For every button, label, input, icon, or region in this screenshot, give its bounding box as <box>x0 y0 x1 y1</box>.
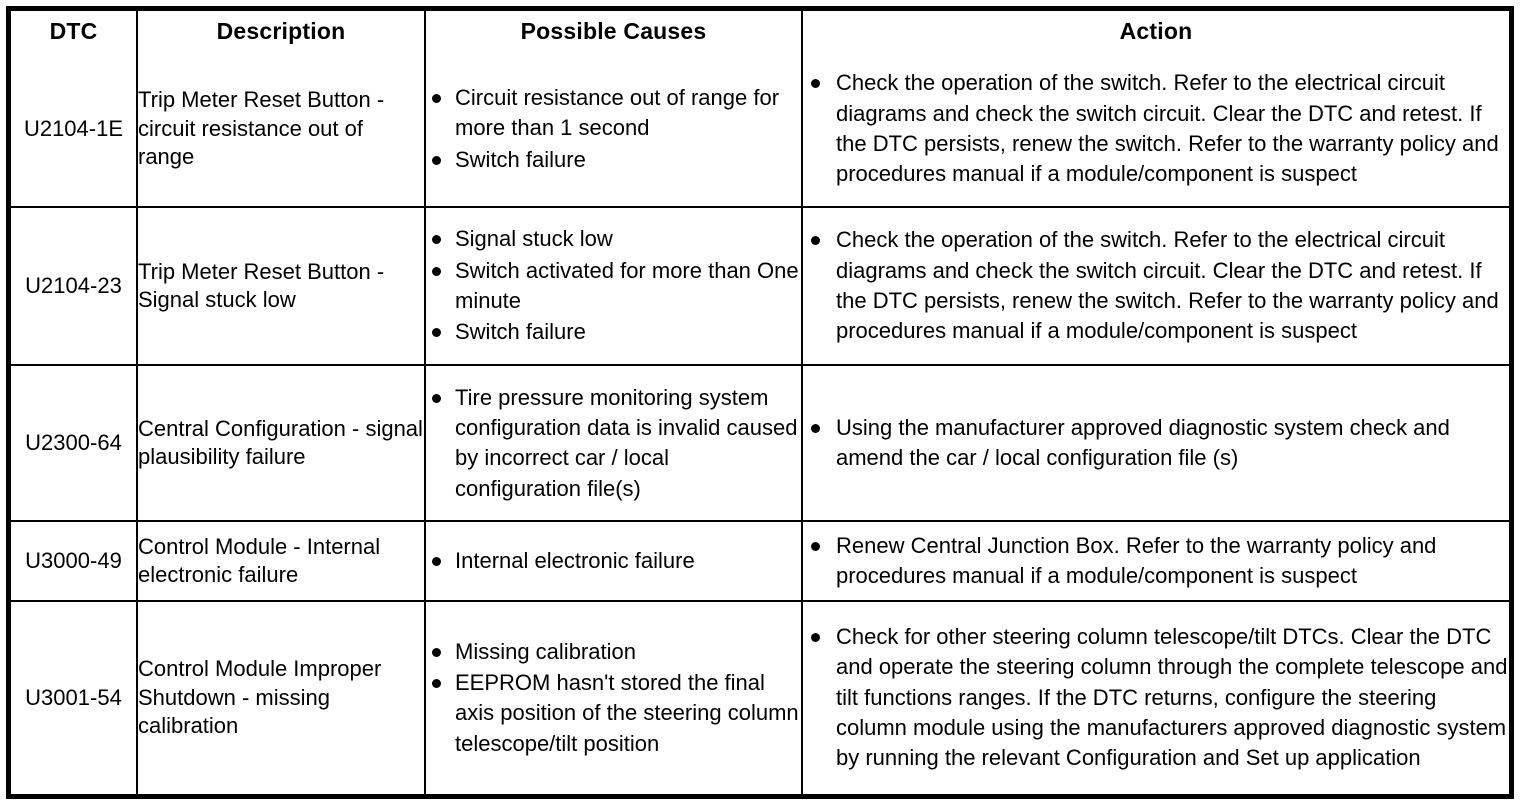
cell-description: Control Module Improper Shutdown - missi… <box>136 599 426 794</box>
possible-cause-item: Switch failure <box>426 145 801 175</box>
column-header-dtc: DTC <box>11 11 138 52</box>
cell-dtc-code: U2300-64 <box>11 364 138 523</box>
dtc-table-container: DTC Description Possible Causes Action U… <box>6 6 1514 799</box>
possible-cause-item: Signal stuck low <box>426 224 801 254</box>
action-item: Check for other steering column telescop… <box>803 622 1509 774</box>
cell-possible-causes: Circuit resistance out of range for more… <box>424 52 803 208</box>
cell-dtc-code: U3000-49 <box>11 520 138 602</box>
column-header-description: Description <box>136 11 426 52</box>
cell-action: Using the manufacturer approved diagnost… <box>801 364 1509 523</box>
table-header-row: DTC Description Possible Causes Action <box>11 11 1509 52</box>
possible-cause-item: Circuit resistance out of range for more… <box>426 83 801 144</box>
cell-description: Trip Meter Reset Button - circuit resist… <box>136 52 426 208</box>
action-item: Check the operation of the switch. Refer… <box>803 225 1509 346</box>
cell-action: Check for other steering column telescop… <box>801 599 1509 794</box>
cell-dtc-code: U3001-54 <box>11 599 138 794</box>
cell-description: Trip Meter Reset Button - Signal stuck l… <box>136 205 426 367</box>
possible-cause-item: Switch failure <box>426 317 801 347</box>
cell-dtc-code: U2104-23 <box>11 205 138 367</box>
cell-description: Control Module - Internal electronic fai… <box>136 520 426 602</box>
possible-cause-item: Switch activated for more than One minut… <box>426 256 801 317</box>
action-item: Renew Central Junction Box. Refer to the… <box>803 531 1509 592</box>
possible-cause-list: Circuit resistance out of range for more… <box>426 83 801 175</box>
dtc-diagnostic-table: DTC Description Possible Causes Action U… <box>11 11 1509 794</box>
cell-dtc-code: U2104-1E <box>11 52 138 208</box>
column-header-action: Action <box>801 11 1509 52</box>
action-list: Check the operation of the switch. Refer… <box>803 225 1509 346</box>
action-list: Using the manufacturer approved diagnost… <box>803 413 1509 474</box>
column-header-possible-causes: Possible Causes <box>424 11 803 52</box>
possible-cause-item: Tire pressure monitoring system configur… <box>426 383 801 504</box>
action-item: Using the manufacturer approved diagnost… <box>803 413 1509 474</box>
possible-cause-item: Internal electronic failure <box>426 546 801 576</box>
table-header: DTC Description Possible Causes Action <box>11 11 1509 52</box>
possible-cause-list: Tire pressure monitoring system configur… <box>426 383 801 504</box>
action-item: Check the operation of the switch. Refer… <box>803 68 1509 189</box>
cell-possible-causes: Internal electronic failure <box>424 520 803 602</box>
action-list: Check for other steering column telescop… <box>803 622 1509 774</box>
action-list: Renew Central Junction Box. Refer to the… <box>803 531 1509 592</box>
possible-cause-item: EEPROM hasn't stored the final axis posi… <box>426 668 801 759</box>
action-list: Check the operation of the switch. Refer… <box>803 68 1509 189</box>
cell-action: Renew Central Junction Box. Refer to the… <box>801 520 1509 602</box>
possible-cause-item: Missing calibration <box>426 637 801 667</box>
cell-description: Central Configuration - signal plausibil… <box>136 364 426 523</box>
cell-action: Check the operation of the switch. Refer… <box>801 52 1509 208</box>
cell-possible-causes: Tire pressure monitoring system configur… <box>424 364 803 523</box>
possible-cause-list: Internal electronic failure <box>426 546 801 576</box>
cell-action: Check the operation of the switch. Refer… <box>801 205 1509 367</box>
